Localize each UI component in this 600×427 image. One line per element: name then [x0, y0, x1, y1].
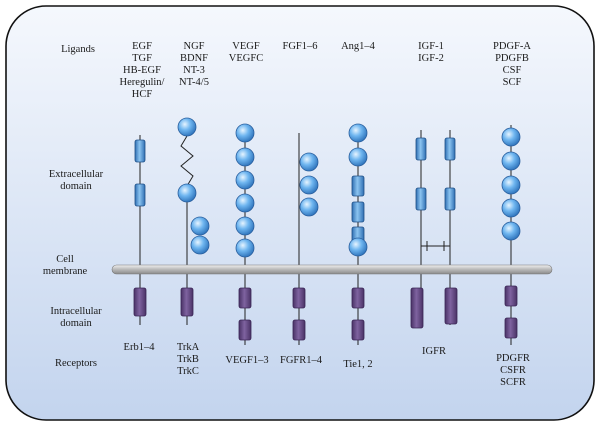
row-label-intracellular: Intracellular domain: [50, 306, 102, 329]
trk-zigzag-linker: [180, 135, 194, 187]
tie-intracellular-domain: [351, 287, 365, 309]
erb-intracellular-domain: [133, 287, 147, 317]
igf-extracellular-domain: [444, 187, 456, 211]
trk-ligand-ball: [190, 216, 210, 236]
fgf-ig-domain-ball: [299, 175, 319, 195]
vegf-intracellular-domain: [238, 319, 252, 341]
cell-membrane-bar: [111, 264, 553, 275]
igf-extracellular-domain: [415, 137, 427, 161]
trk-ligand-ball: [190, 235, 210, 255]
tie-ig-domain-ball: [348, 123, 368, 143]
row-label-ligands: Ligands: [61, 44, 95, 55]
ligands-vegf: VEGF VEGFC: [228, 41, 264, 64]
vegf-ig-domain-ball: [235, 216, 255, 236]
ligands-pdgf: PDGF-A PDGFB CSF SCF: [493, 41, 531, 88]
receptors-vegf: VEGF1–3: [225, 355, 269, 366]
ligands-erb: EGF TGF HB-EGF Heregulin/ HCF: [119, 41, 165, 100]
row-label-extracellular: Extracellular domain: [48, 169, 104, 192]
vegf-ig-domain-ball: [235, 170, 255, 190]
tie-egf-domain: [351, 175, 365, 197]
ligands-trk: NGF BDNF NT-3 NT-4/5: [179, 41, 209, 88]
pdgf-intracellular-domain: [504, 285, 518, 307]
vegf-ig-domain-ball: [235, 123, 255, 143]
pdgf-ig-domain-ball: [501, 151, 521, 171]
fgf-intracellular-domain: [292, 287, 306, 309]
fgf-ig-domain-ball: [299, 197, 319, 217]
fgf-intracellular-domain: [292, 319, 306, 341]
pdgf-ig-domain-ball: [501, 221, 521, 241]
tie-ig-domain-ball: [348, 147, 368, 167]
receptors-tie: Tie1, 2: [343, 359, 373, 370]
trk-ligand-ball: [177, 183, 197, 203]
receptors-fgf: FGFR1–4: [279, 355, 322, 366]
receptors-igf: IGFR: [422, 346, 446, 357]
receptors-trk: TrkA TrkB TrkC: [176, 342, 200, 377]
erb-extracellular-domain: [134, 183, 146, 207]
igf-intracellular-domain: [410, 287, 424, 329]
receptors-erb: Erb1–4: [123, 342, 155, 353]
fgf-ig-domain-ball: [299, 152, 319, 172]
vegf-ig-domain-ball: [235, 147, 255, 167]
igf-extracellular-domain: [415, 187, 427, 211]
erb-extracellular-domain: [134, 139, 146, 163]
pdgf-ig-domain-ball: [501, 198, 521, 218]
tie-ig-domain-ball: [348, 237, 368, 257]
vegf-intracellular-domain: [238, 287, 252, 309]
pdgf-ig-domain-ball: [501, 175, 521, 195]
igf-extracellular-domain: [444, 137, 456, 161]
tie-egf-domain: [351, 201, 365, 223]
ligands-igf: IGF-1 IGF-2: [418, 41, 444, 64]
vegf-ig-domain-ball: [235, 238, 255, 258]
ligands-tie: Ang1–4: [341, 41, 375, 52]
trk-ligand-ball: [177, 117, 197, 137]
receptor-structures: [133, 117, 521, 345]
vegf-ig-domain-ball: [235, 193, 255, 213]
tie-intracellular-domain: [351, 319, 365, 341]
ligands-fgf: FGF1–6: [282, 41, 318, 52]
row-label-membrane: Cell membrane: [42, 254, 88, 277]
row-label-receptors: Receptors: [55, 358, 97, 369]
pdgf-intracellular-domain: [504, 317, 518, 339]
trk-intracellular-domain: [180, 287, 194, 317]
pdgf-ig-domain-ball: [501, 127, 521, 147]
receptors-pdgf: PDGFR CSFR SCFR: [496, 353, 530, 388]
igf-intracellular-domain: [444, 287, 458, 325]
